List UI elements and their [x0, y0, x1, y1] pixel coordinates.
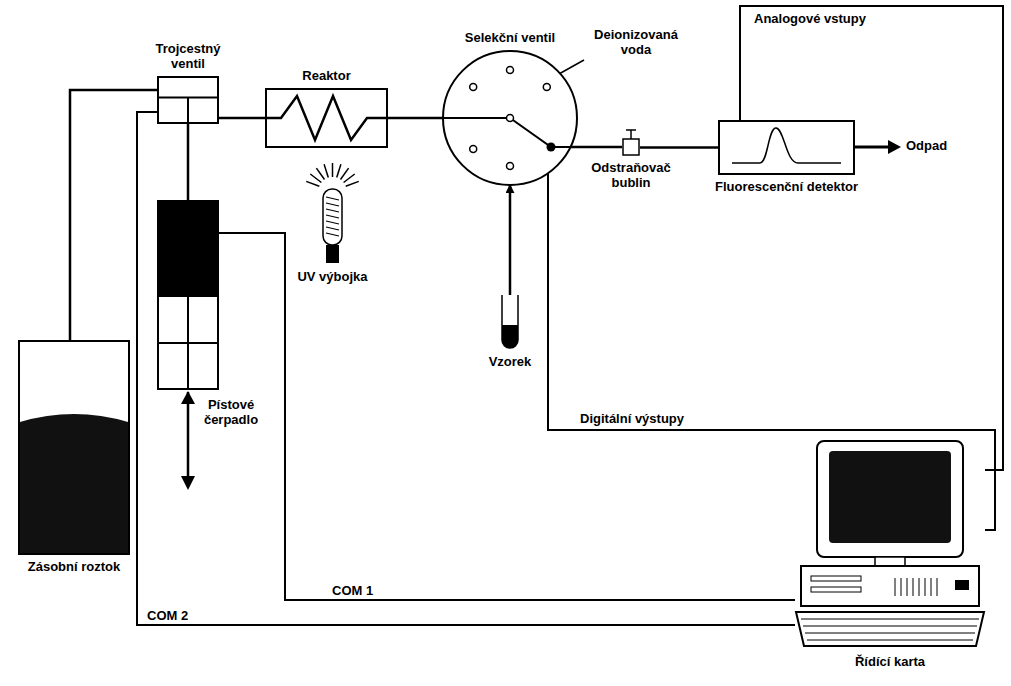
flow-tube: [187, 124, 190, 200]
reactor-box: Reaktor: [265, 88, 388, 148]
signal-cable: [219, 233, 795, 600]
part-label: Odpad: [904, 139, 949, 154]
node-text: Zásobní roztok: [9, 560, 139, 575]
uv-lamp-outline: [315, 185, 350, 265]
part-label: Deionizovaná voda: [588, 28, 684, 58]
fluorescence-detector-outline: [718, 120, 855, 175]
stock-bottle: Zásobní roztok: [18, 340, 130, 555]
node-label: Odstraňovač bublin: [581, 161, 681, 191]
flow-tube: [640, 146, 718, 149]
node-label: Fluorescenční detektor: [692, 180, 882, 195]
uv-lamp: UV výbojka: [315, 185, 350, 265]
node-label: Trojcestný ventil: [146, 42, 230, 72]
flow-tube: [219, 117, 265, 120]
waste-arrow: [855, 146, 890, 149]
signal-cable: [137, 112, 795, 625]
node-text: Selekční ventil: [462, 31, 558, 46]
three-way-valve: Trojcestný ventil: [157, 76, 219, 124]
control-computer: Řídící karta: [795, 440, 985, 650]
node-label: Pístové čerpadlo: [198, 398, 264, 428]
sample-tube: Vzorek: [501, 295, 519, 350]
node-text: Vzorek: [485, 355, 535, 370]
flow-tube: [570, 146, 622, 149]
piston-pump: Pístové čerpadlo: [157, 200, 219, 390]
node-text: Odstraňovač bublin: [581, 161, 681, 191]
three-way-valve-outline: [157, 76, 219, 124]
reactor-box-outline: [265, 88, 388, 148]
selection-valve-outline: [442, 50, 578, 186]
cable-label: Digitální výstupy: [578, 412, 686, 427]
waste-arrowhead: [888, 140, 901, 154]
cable-label: COM 1: [330, 584, 375, 599]
plunger-arrowhead: [181, 476, 195, 490]
piston-pump-outline: [157, 200, 219, 390]
node-label: Selekční ventil: [462, 31, 558, 46]
plunger-arrowhead: [181, 391, 195, 404]
bubble-trap-outline: [622, 138, 640, 156]
node-label: Vzorek: [485, 355, 535, 370]
node-text: UV výbojka: [288, 270, 378, 285]
flow-tube: [388, 117, 443, 120]
flow-tube: [509, 185, 512, 295]
node-label: Zásobní roztok: [9, 560, 139, 575]
fluorescence-detector: Fluorescenční detektor: [718, 120, 855, 175]
signal-cable: [740, 6, 1003, 470]
selection-valve: Selekční ventil: [442, 50, 578, 186]
cable-label: Analogové vstupy: [752, 12, 868, 27]
node-text: Řídící karta: [830, 655, 950, 670]
control-computer-outline: [795, 440, 985, 650]
flow-tube: [70, 90, 157, 340]
plunger-rod: [187, 392, 190, 486]
node-label: UV výbojka: [288, 270, 378, 285]
node-label: Řídící karta: [830, 655, 950, 670]
node-label: Reaktor: [277, 69, 377, 84]
node-text: Pístové čerpadlo: [198, 398, 264, 428]
cable-label: COM 2: [145, 609, 190, 624]
node-text: Trojcestný ventil: [146, 42, 230, 72]
node-text: Fluorescenční detektor: [692, 180, 882, 195]
node-text: Reaktor: [277, 69, 377, 84]
stock-bottle-outline: [18, 340, 130, 555]
bubble-trap: Odstraňovač bublin: [622, 138, 640, 156]
sample-tube-outline: [501, 295, 519, 350]
